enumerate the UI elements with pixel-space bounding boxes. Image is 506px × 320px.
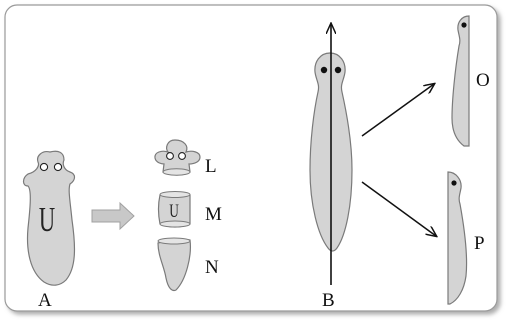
label-b: B [322, 290, 335, 311]
arrow-to-p [361, 181, 436, 236]
piece-m-cut-face-bottom [159, 220, 191, 228]
eyespot-right [53, 162, 63, 172]
half-worm-p-eyespot [451, 180, 457, 186]
eyespot-left [39, 162, 49, 172]
half-worm-o [451, 15, 470, 147]
half-worm-o-body [451, 15, 470, 147]
planarian-a-body [22, 150, 76, 286]
planarian-b [309, 24, 353, 285]
label-o: O [476, 70, 490, 91]
piece-l-cut-face [162, 168, 191, 176]
cut-arrow [91, 201, 135, 231]
piece-n-cut-face [157, 237, 191, 245]
diagram-frame [4, 4, 498, 312]
label-p: P [474, 233, 485, 254]
pharynx-mark: U [39, 201, 55, 239]
half-worm-o-eyespot [461, 22, 467, 28]
label-l: L [205, 156, 217, 177]
arrow-to-o [361, 84, 434, 137]
piece-l-eyespot-right [178, 152, 186, 160]
label-a: A [38, 290, 52, 311]
half-worm-p [447, 171, 468, 305]
planarian-b-eyespot-left [320, 66, 328, 74]
piece-m: U [157, 191, 191, 228]
half-worm-p-body [447, 171, 468, 305]
label-m: M [205, 204, 222, 225]
planarian-a: U [22, 150, 76, 286]
label-n: N [205, 257, 219, 278]
piece-l-eyespot-left [166, 152, 174, 160]
piece-m-cut-face-top [159, 191, 191, 198]
piece-l [154, 139, 201, 176]
piece-n [157, 237, 191, 292]
planarian-b-eyespot-right [334, 66, 342, 74]
piece-m-pharynx-mark: U [169, 200, 179, 222]
